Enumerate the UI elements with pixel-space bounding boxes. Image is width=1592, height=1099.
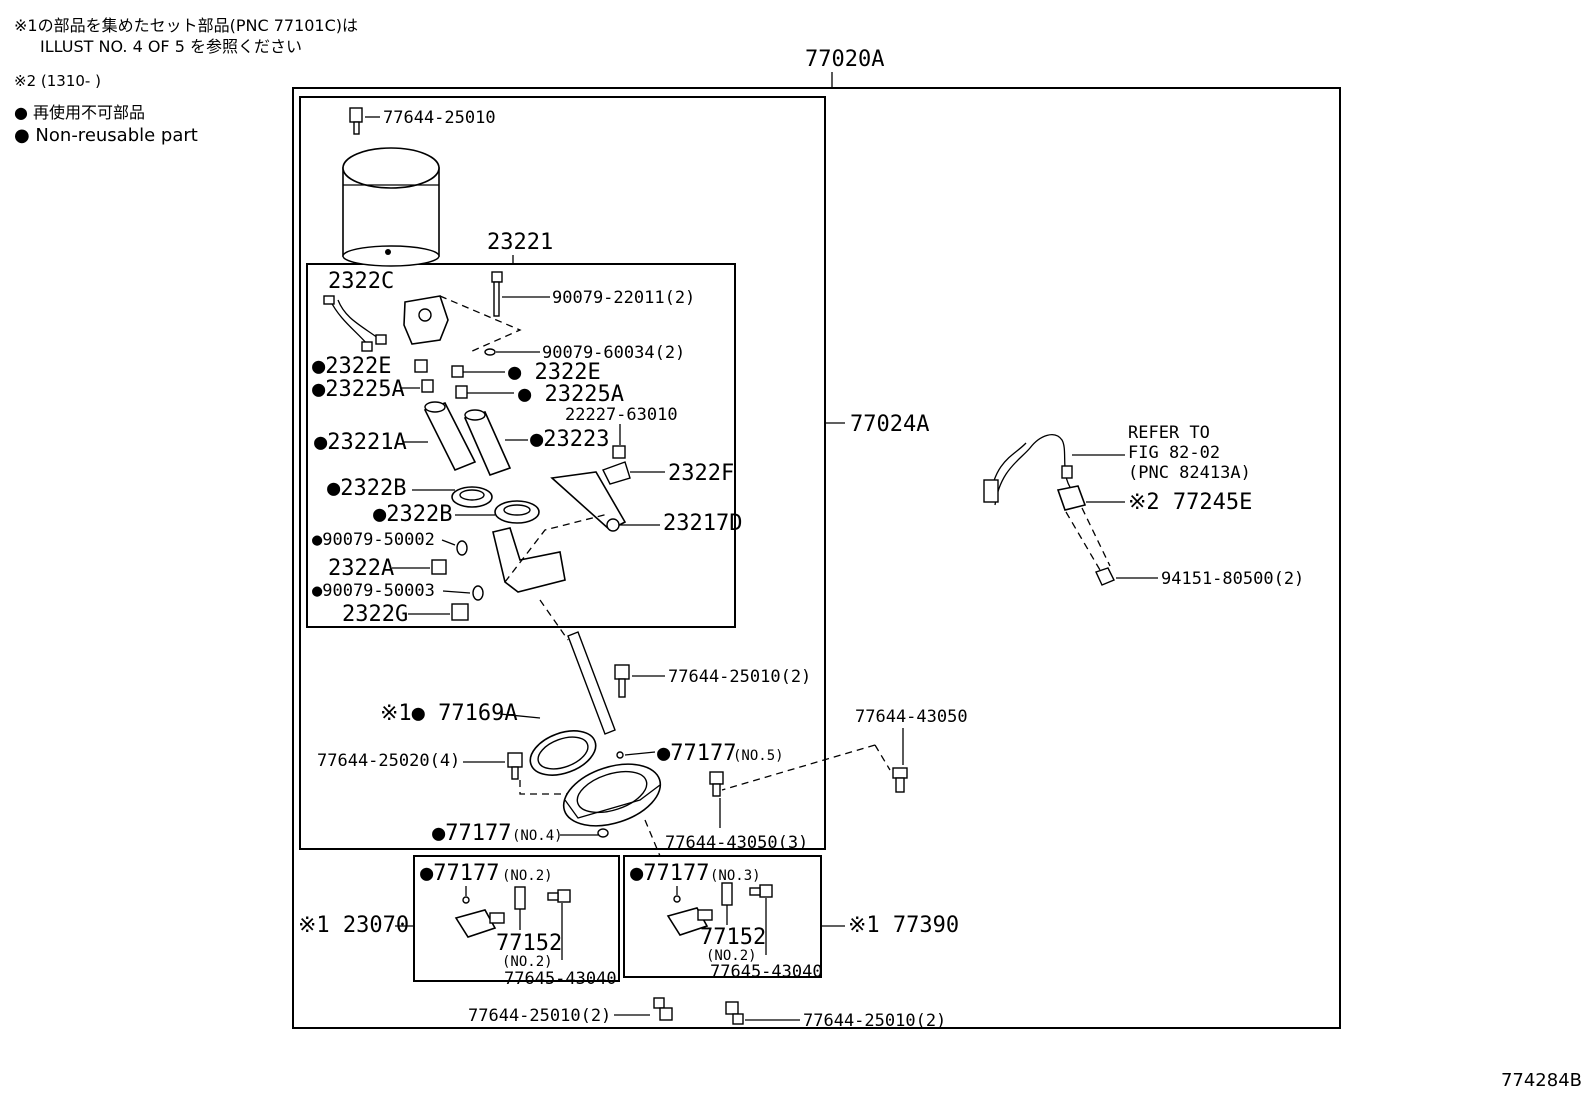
- diagram-notes: ※1の部品を集めたセット部品(PNC 77101C)は ILLUST NO. 4…: [14, 14, 358, 147]
- label-77644-25010-mid: 77644-25010(2): [668, 667, 811, 687]
- label-77644-25010-bl: 77644-25010(2): [468, 1006, 611, 1026]
- bolt-77644-25010-bl: [653, 997, 673, 1021]
- label-2322A: 2322A: [328, 556, 394, 581]
- box-77390: [623, 855, 822, 978]
- label-23070: ※1 23070: [298, 913, 409, 938]
- label-77177-no3-sub: (NO.3): [710, 868, 761, 884]
- bolt-77644-25010-br: [725, 1001, 744, 1025]
- label-23223: ●23223: [530, 427, 609, 452]
- harness-2322C: [323, 295, 387, 352]
- label-77152-right-sub: (NO.2): [706, 948, 757, 964]
- label-2322C: 2322C: [328, 269, 394, 294]
- label-77390: ※1 77390: [848, 913, 959, 938]
- label-refer-line2: FIG 82-02: [1128, 443, 1220, 463]
- label-77177-no3: ●77177: [630, 861, 709, 886]
- clamp-77245E: [1056, 485, 1087, 511]
- pump-bracket: [492, 527, 566, 593]
- label-23225A-left: ●23225A: [312, 377, 405, 402]
- label-77644-25010-br: 77644-25010(2): [803, 1011, 946, 1031]
- box-23221: [306, 263, 736, 628]
- label-77177-no2-sub: (NO.2): [502, 868, 553, 884]
- label-22227-63010: 22227-63010: [565, 405, 678, 425]
- nut-94151-80500: [1095, 567, 1115, 586]
- tray-23217D: [550, 471, 627, 532]
- canister: [342, 147, 440, 267]
- label-77177-no4-sub: (NO.4): [512, 828, 563, 844]
- pump-module-head: [403, 295, 449, 345]
- bolt-77645-43040-right: [749, 884, 773, 898]
- bolt-77644-25010-top: [349, 107, 363, 135]
- valve-right: [666, 907, 713, 936]
- label-2322E-right: ● 2322E: [508, 360, 601, 385]
- label-77644-43050-3: 77644-43050(3): [665, 833, 808, 853]
- label-77644-25020: 77644-25020(4): [317, 751, 460, 771]
- label-77152-left-sub: (NO.2): [502, 954, 553, 970]
- box-23070: [413, 855, 620, 982]
- connector-77152-left: [514, 886, 526, 930]
- label-90079-50003: ●90079-50003: [312, 581, 435, 601]
- bolt-77644-43050-3: [709, 771, 724, 797]
- fuel-pump-23221A: [423, 401, 477, 472]
- label-94151-80500: 94151-80500(2): [1161, 569, 1304, 589]
- label-77169A: ※1● 77169A: [380, 701, 518, 726]
- valve-left: [454, 909, 505, 938]
- label-2322B-right: ●2322B: [373, 502, 452, 527]
- label-77177-no4: ●77177: [432, 821, 511, 846]
- connector-77152-right: [721, 882, 733, 925]
- legend-non-reusable-jp: ● 再使用不可部品: [14, 103, 146, 122]
- label-77020A: 77020A: [805, 47, 884, 72]
- label-77024A: 77024A: [850, 412, 929, 437]
- label-77245E: ※2 77245E: [1128, 490, 1252, 515]
- bolt-77644-25010-mid: [614, 664, 630, 698]
- label-23217D: 23217D: [663, 511, 742, 536]
- label-90079-50002: ●90079-50002: [312, 530, 435, 550]
- label-77177-no5: ●77177: [657, 741, 736, 766]
- level-rod: [567, 631, 616, 735]
- box-77020A: [292, 87, 1341, 1029]
- fuel-sender-flange: [562, 763, 662, 827]
- bolt-77644-25020: [507, 752, 523, 780]
- label-23221: 23221: [487, 230, 553, 255]
- illustration-id: 774284B: [1500, 1070, 1582, 1091]
- bolt-77645-43040-left: [547, 889, 571, 903]
- label-2322G: 2322G: [342, 602, 408, 627]
- label-90079-60034: 90079-60034(2): [542, 343, 685, 363]
- wire-harness-82413A: [983, 434, 1073, 506]
- label-2322B-left: ●2322B: [327, 476, 406, 501]
- label-77177-no5-sub: (NO.5): [733, 748, 784, 764]
- label-77152-left: 77152: [496, 931, 562, 956]
- label-77645-43040-left: 77645-43040: [504, 969, 617, 989]
- label-2322E-left: ●2322E: [312, 354, 391, 379]
- label-23221A: ●23221A: [314, 430, 407, 455]
- note-set-part: ※1の部品を集めたセット部品(PNC 77101C)は: [14, 16, 359, 35]
- bolt-90079-22011: [491, 271, 503, 317]
- note-serial-range: ※2 (1310- ): [14, 72, 101, 90]
- label-refer-line1: REFER TO: [1128, 423, 1210, 443]
- label-77152-right: 77152: [700, 925, 766, 950]
- label-23225A-right: ● 23225A: [518, 382, 624, 407]
- fuel-pump-23223: [463, 409, 512, 476]
- label-refer-line3: (PNC 82413A): [1128, 463, 1251, 483]
- note-set-part-ref: ILLUST NO. 4 OF 5 を参照ください: [40, 37, 302, 56]
- label-90079-22011: 90079-22011(2): [552, 288, 695, 308]
- bolt-77644-43050-right: [892, 767, 908, 793]
- legend-non-reusable-en: ● Non-reusable part: [14, 125, 198, 146]
- label-77644-25010-top: 77644-25010: [383, 108, 496, 128]
- label-77644-43050-right: 77644-43050: [855, 707, 968, 727]
- label-77645-43040-right: 77645-43040: [710, 962, 823, 982]
- label-77177-no2: ●77177: [420, 861, 499, 886]
- label-2322F: 2322F: [668, 461, 734, 486]
- box-77024A: [299, 96, 826, 850]
